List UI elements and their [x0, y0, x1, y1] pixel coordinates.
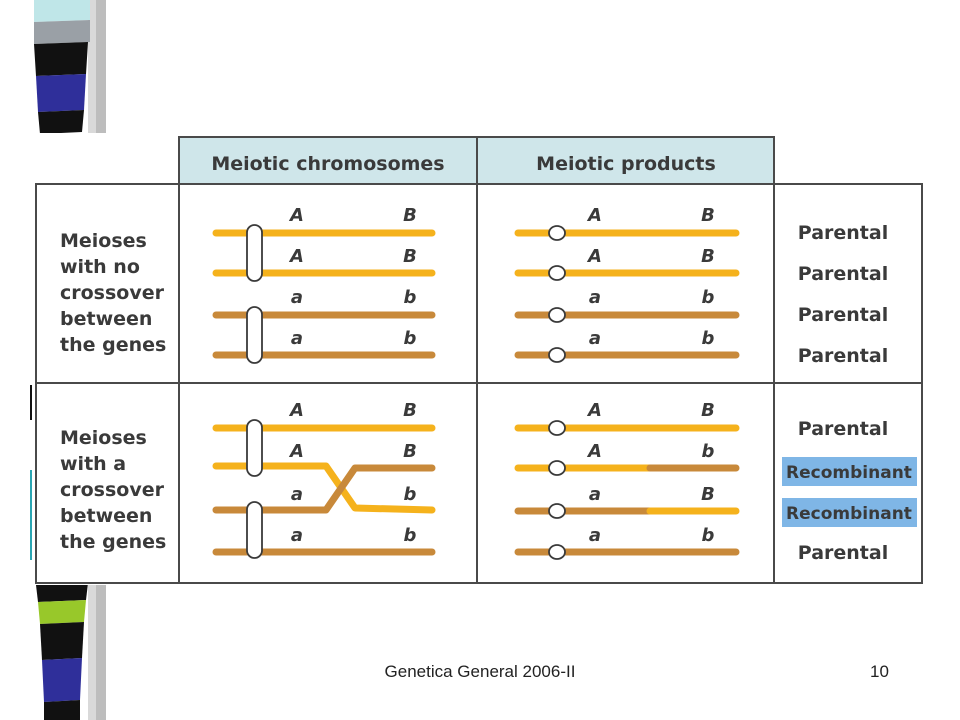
centromere	[246, 419, 263, 477]
product-type-label: Parental	[798, 418, 888, 440]
footer-course-title: Genetica General 2006-II	[384, 662, 576, 681]
allele-label: b	[404, 287, 417, 308]
row-label-line: between	[60, 505, 152, 527]
allele-label: B	[701, 484, 715, 505]
allele-label: B	[701, 400, 715, 421]
header-cell-products	[477, 137, 774, 184]
allele-label: a	[291, 287, 303, 308]
allele-label: A	[288, 400, 304, 421]
allele-label: a	[291, 525, 303, 546]
allele-labels-chromosomes-row1: A B A B a b a b	[288, 205, 417, 349]
allele-label: a	[589, 287, 601, 308]
centromere	[548, 225, 566, 241]
row-label-line: crossover	[60, 282, 165, 304]
centromere	[548, 503, 566, 519]
row-label-line: with a	[60, 453, 126, 475]
recombinant-highlight	[782, 498, 917, 527]
allele-labels-products-row1: A B A B a b a b	[586, 205, 715, 349]
allele-label: a	[291, 484, 303, 505]
header-meiotic-chromosomes: Meiotic chromosomes	[211, 153, 444, 175]
row-label-crossover: Meioses with a crossover between the gen…	[60, 427, 166, 553]
allele-labels-chromosomes-row2: A B A B a b a b	[288, 400, 417, 546]
row-label-line: between	[60, 308, 152, 330]
allele-label: b	[404, 328, 417, 349]
slide-number: 10	[870, 662, 889, 681]
product-type-label: Parental	[798, 263, 888, 285]
centromere	[548, 460, 566, 476]
products-crossover	[514, 420, 740, 560]
header-cell-chromosomes	[179, 137, 477, 184]
allele-label: A	[586, 400, 602, 421]
recombinant-highlight	[782, 457, 917, 486]
centromere	[246, 501, 263, 559]
centromere	[246, 306, 263, 364]
centromere	[246, 224, 263, 282]
allele-label: b	[702, 441, 715, 462]
allele-label: A	[586, 246, 602, 267]
allele-label: B	[701, 205, 715, 226]
product-type-label: Parental	[798, 222, 888, 244]
allele-label: B	[403, 400, 417, 421]
product-type-labels: Parental Parental Parental Parental Pare…	[786, 222, 912, 564]
crossover-chromatid-recessive	[212, 464, 436, 514]
row-label-line: Meioses	[60, 230, 147, 252]
allele-label: A	[586, 441, 602, 462]
row-label-line: the genes	[60, 334, 166, 356]
allele-label: B	[403, 441, 417, 462]
allele-label: b	[404, 525, 417, 546]
centromere	[548, 265, 566, 281]
chromosomes-no-crossover	[212, 224, 436, 364]
product-type-label-recombinant: Recombinant	[786, 463, 912, 483]
products-no-crossover	[514, 225, 740, 363]
table-grid	[35, 136, 923, 584]
allele-label: b	[404, 484, 417, 505]
allele-label: B	[701, 246, 715, 267]
allele-label: b	[702, 287, 715, 308]
product-type-label: Parental	[798, 542, 888, 564]
allele-label: a	[589, 484, 601, 505]
header-meiotic-products: Meiotic products	[536, 153, 716, 175]
centromere	[548, 420, 566, 436]
row-label-line: crossover	[60, 479, 165, 501]
allele-label: a	[589, 525, 601, 546]
allele-label: A	[288, 441, 304, 462]
centromere	[548, 544, 566, 560]
allele-label: a	[291, 328, 303, 349]
product-type-label: Parental	[798, 304, 888, 326]
allele-labels-products-row2: A B A b a B a b	[586, 400, 715, 546]
allele-label: b	[702, 525, 715, 546]
allele-label: A	[288, 205, 304, 226]
chromosomes-crossover	[212, 419, 436, 559]
row-label-no-crossover: Meioses with no crossover between the ge…	[60, 230, 166, 356]
product-type-label-recombinant: Recombinant	[786, 504, 912, 524]
allele-label: B	[403, 246, 417, 267]
row-label-line: Meioses	[60, 427, 147, 449]
allele-label: A	[586, 205, 602, 226]
row-label-line: with no	[60, 256, 140, 278]
product-type-label: Parental	[798, 345, 888, 367]
centromere	[548, 347, 566, 363]
row-label-line: the genes	[60, 531, 166, 553]
allele-label: b	[702, 328, 715, 349]
allele-label: B	[403, 205, 417, 226]
allele-label: a	[589, 328, 601, 349]
allele-label: A	[288, 246, 304, 267]
centromere	[548, 307, 566, 323]
